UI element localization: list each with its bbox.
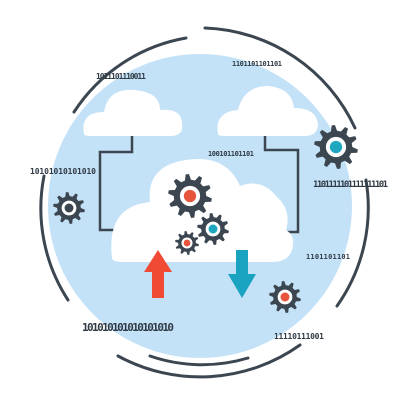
connector-right [263, 132, 300, 234]
outer-rings [39, 26, 370, 379]
ring-arc-top-right [203, 26, 357, 130]
upload-arrow-icon [144, 250, 172, 298]
binary-text-bottom-left: 101010101010101010 [82, 321, 174, 334]
ring-arc-bottom [116, 343, 302, 379]
ring-arc-inner-bottom [148, 354, 250, 367]
ring-arc-top-left [72, 36, 188, 114]
binary-text-top-right: 1101101101101 [232, 60, 282, 68]
binary-text-left: 10101010101010 [30, 167, 96, 176]
gear-core [208, 224, 218, 234]
gear-icon-mid [197, 213, 229, 245]
binary-text-center: 100101101101 [208, 150, 254, 158]
gear-core [329, 140, 343, 154]
binary-text-bottom-right: 11110111001 [274, 332, 324, 341]
binary-text-right-lower: 1101101101 [306, 253, 350, 261]
gears-group [53, 125, 358, 313]
cloud-icon-top-left [83, 89, 183, 136]
gear-core [183, 239, 191, 247]
gear-core [183, 189, 197, 203]
gear-icon-bottom-right [269, 281, 301, 313]
ring-arc-left [39, 174, 70, 302]
gear-icon-right [314, 125, 358, 169]
cloud-icon-top-right [217, 86, 318, 136]
gear-icon-small [175, 231, 199, 255]
connector-lines [98, 132, 300, 234]
connector-left [98, 132, 134, 232]
binary-text-right: 1101111101111111101 [313, 180, 388, 190]
download-arrow-icon [228, 250, 256, 298]
gear-core [280, 292, 290, 302]
binary-text-top-left: 1011101110011 [96, 72, 146, 81]
gear-core [64, 203, 74, 213]
ring-arc-right [335, 178, 370, 308]
gear-icon-main [168, 174, 212, 218]
gear-icon-left [53, 192, 85, 224]
